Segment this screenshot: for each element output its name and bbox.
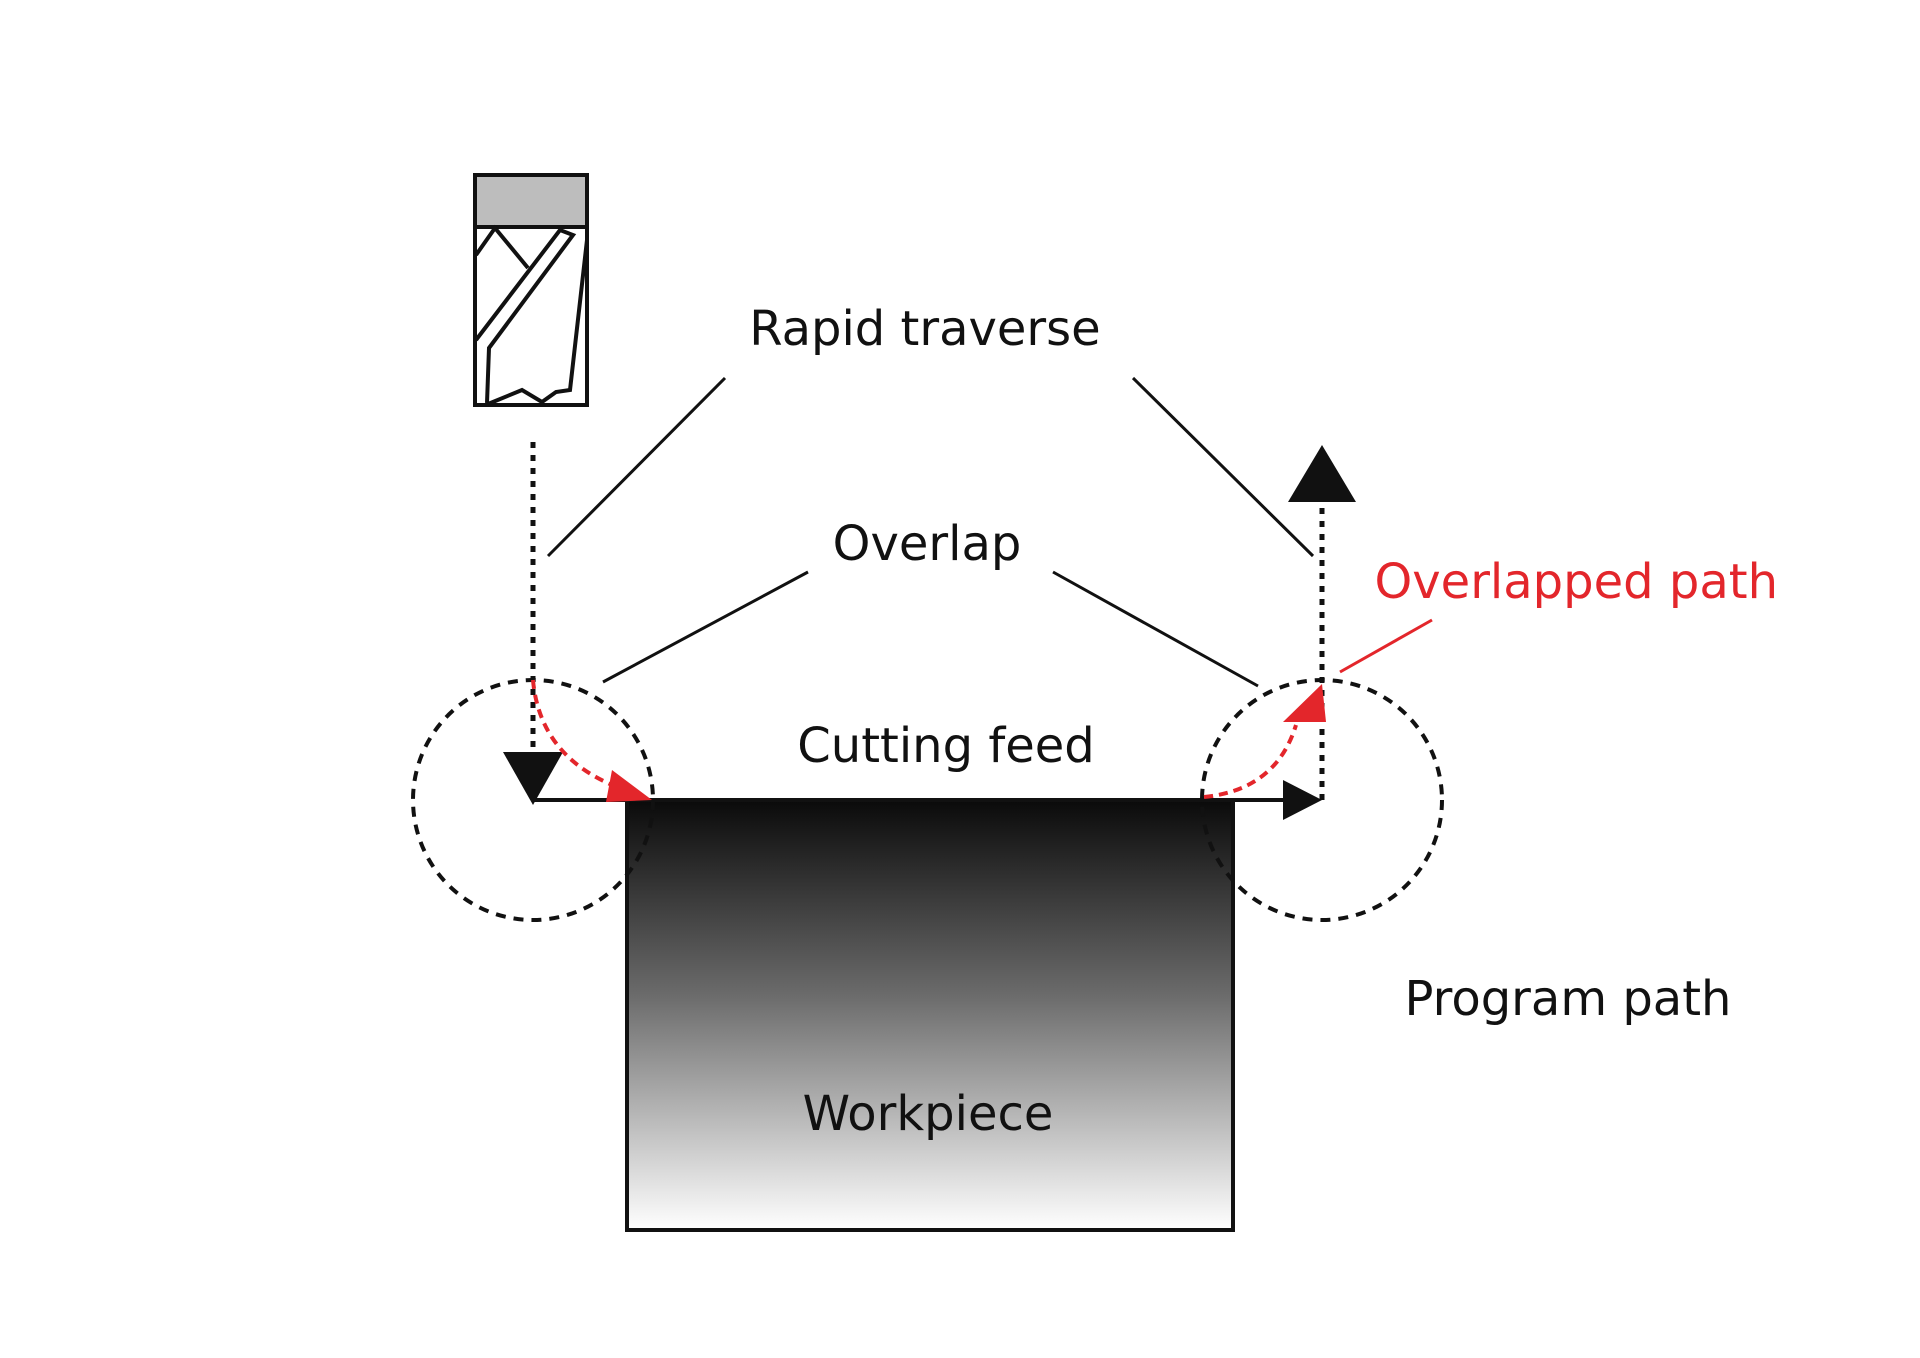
rapid-traverse-label: Rapid traverse [749,301,1100,357]
program-path-label: Program path [1405,971,1732,1027]
cutting-feed-label: Cutting feed [797,718,1095,774]
overlap-leader-left [602,570,809,684]
overlap-label: Overlap [833,516,1022,572]
rapid-traverse-leader-left [546,376,727,558]
tool-flute [474,227,577,404]
rapid-down-arrow-icon [503,752,563,805]
rapid-up-arrow-icon [1288,445,1356,502]
rapid-traverse-leader-right [1131,376,1315,558]
overlapped-path-right [1203,724,1298,799]
end-mill-tool-icon [473,173,589,407]
overlapped-path-leader [1339,618,1433,674]
workpiece-block [625,798,1235,1232]
cutting-feed-arrow-icon [1283,780,1322,820]
overlapped-path-right-arrow-icon [1283,684,1326,722]
tool-cutting-edge [474,224,530,270]
overlapped-path-label: Overlapped path [1374,554,1778,610]
workpiece-label: Workpiece [803,1086,1054,1142]
overlapped-path-left-arrow-icon [606,770,652,802]
tool-shank [473,173,589,229]
overlap-leader-right [1052,570,1259,688]
overlapped-path-left [531,679,626,792]
tool-tip [487,239,589,406]
